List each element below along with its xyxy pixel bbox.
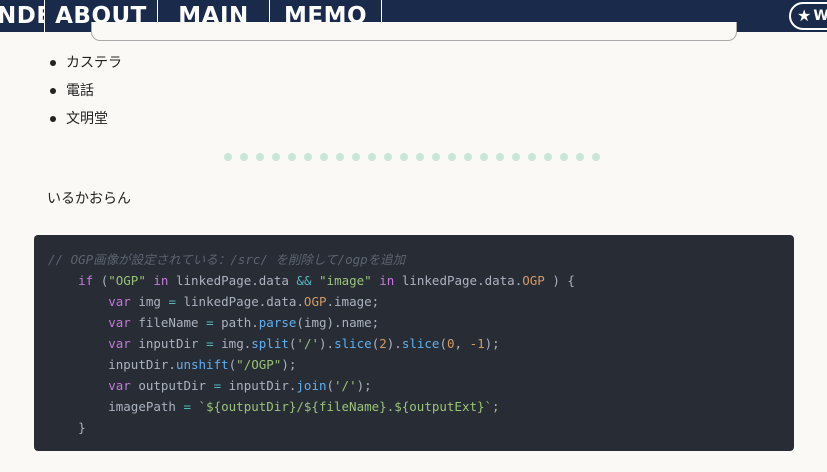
wishlist-label: W — [813, 8, 827, 24]
code-line: var img = linkedPage.data.OGP.image; — [108, 294, 380, 309]
code-line: var fileName = path.parse(img).name; — [108, 315, 380, 330]
code-block: // OGP画像が設定されている：/src/ を削除して/ogpを追加 if (… — [34, 235, 794, 451]
search-box[interactable] — [91, 22, 737, 41]
code-line: if ("OGP" in linkedPage.data && "image" … — [78, 273, 575, 288]
star-icon: ★ — [797, 6, 812, 25]
list-item: カステラ — [47, 50, 122, 78]
list-item: 文明堂 — [47, 106, 122, 134]
paragraph-text: いるかおらん — [47, 191, 131, 207]
code-line: inputDir.unshift("/OGP"); — [108, 357, 297, 372]
dotted-separator — [224, 153, 614, 162]
code-line: // OGP画像が設定されている：/src/ を削除して/ogpを追加 — [48, 252, 406, 267]
code-line: imagePath = `${outputDir}/${fileName}.${… — [108, 399, 500, 414]
nav-index[interactable]: INDEX — [0, 0, 45, 32]
code-line: var inputDir = img.split('/').slice(2).s… — [108, 336, 500, 351]
item-list: カステラ 電話 文明堂 — [47, 50, 122, 134]
code-line: } — [78, 420, 86, 435]
wishlist-button[interactable]: ★W — [789, 2, 827, 30]
top-navigation: INDEX ABOUT MAIN MEMO ★W — [0, 0, 827, 32]
list-item: 電話 — [47, 78, 122, 106]
code-line: var outputDir = inputDir.join('/'); — [108, 378, 372, 393]
